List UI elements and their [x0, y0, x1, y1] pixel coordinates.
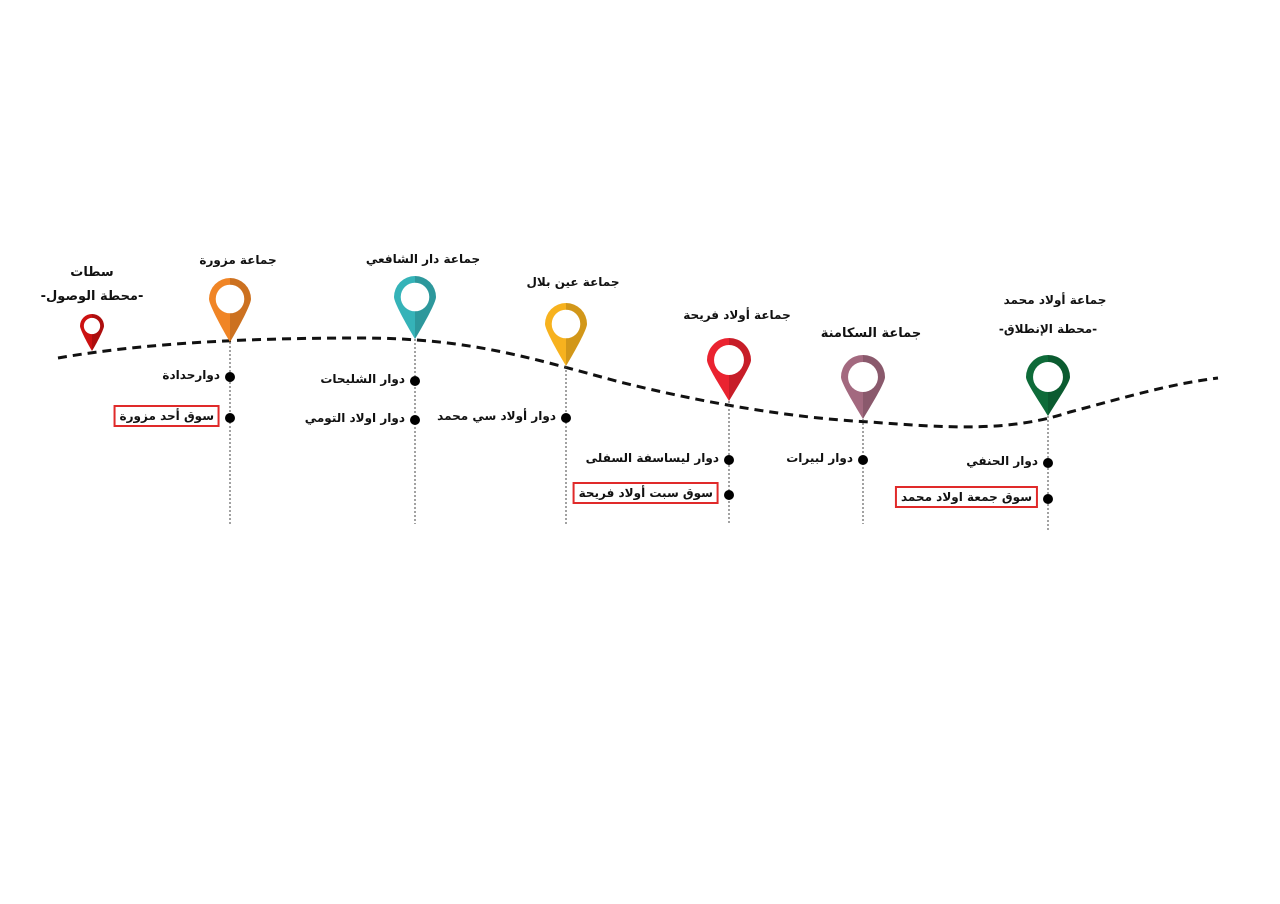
- station-pin-icon-hole: [1033, 362, 1063, 392]
- station-title: جماعة دار الشافعي: [365, 252, 481, 266]
- market-label: سوق أحد مزورة: [113, 405, 220, 427]
- station-pin-icon: [707, 338, 751, 401]
- stop-dot: [410, 376, 420, 386]
- arrival-caption: -محطة الوصول-: [40, 289, 144, 304]
- village-label: دوار ليساسفة السفلى: [585, 451, 719, 465]
- station-pin-icon: [841, 355, 885, 419]
- stop-dot: [1043, 494, 1053, 504]
- market-label: سوق جمعة اولاد محمد: [894, 486, 1038, 508]
- station-title: جماعة عين بلال: [526, 275, 620, 289]
- station-title: جماعة السكامنة: [820, 326, 922, 341]
- market-label: سوق سبت أولاد فريحة: [572, 482, 719, 504]
- stop-dot: [724, 455, 734, 465]
- station-title: جماعة أولاد محمد: [1003, 293, 1107, 307]
- arrival-pin-icon: [80, 314, 104, 351]
- stop-dot: [724, 490, 734, 500]
- route-path: [57, 336, 1219, 429]
- village-label: دوار لبيرات: [786, 451, 853, 465]
- station-pin-icon: [545, 303, 587, 366]
- village-label: دوار الحنفي: [966, 454, 1038, 468]
- station-title: جماعة أولاد فريحة: [683, 308, 791, 322]
- station-pin-icon: [1026, 355, 1070, 416]
- village-label: دوار اولاد التومي: [304, 411, 405, 425]
- stop-dot: [410, 415, 420, 425]
- station-pin-icon-hole: [400, 282, 430, 312]
- station-pin-icon-hole: [551, 309, 581, 339]
- arrival-name: سطات: [70, 265, 114, 280]
- village-label: دوار أولاد سي محمد: [437, 409, 556, 423]
- village-label: دوار الشليحات: [320, 372, 405, 386]
- stop-dot: [1043, 458, 1053, 468]
- station-title: جماعة مزورة: [199, 253, 277, 267]
- station-pin-icon-hole: [848, 362, 878, 392]
- station-pin-icon: [394, 276, 436, 339]
- stop-dot: [561, 413, 571, 423]
- station-pin-icon: [209, 278, 251, 342]
- stop-dot: [225, 372, 235, 382]
- stop-dot: [858, 455, 868, 465]
- stop-dot: [225, 413, 235, 423]
- village-label: دوارحدادة: [162, 368, 220, 382]
- arrival-pin-icon-hole: [83, 317, 101, 335]
- station-pin-icon-hole: [215, 284, 245, 314]
- station-subtitle: -محطة الإنطلاق-: [998, 322, 1098, 336]
- station-pin-icon-hole: [714, 345, 744, 375]
